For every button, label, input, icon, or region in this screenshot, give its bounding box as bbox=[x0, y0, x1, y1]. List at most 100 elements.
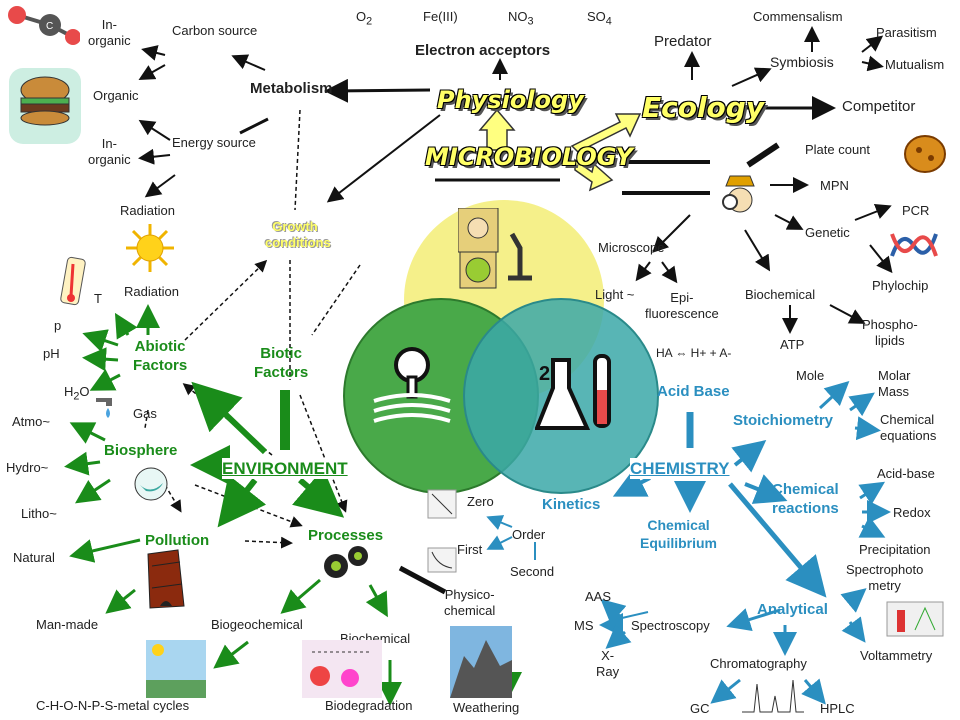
order-graphs bbox=[427, 489, 457, 573]
man-made-label: Man-made bbox=[36, 617, 99, 632]
gc-label: GC bbox=[690, 701, 710, 716]
aas-label: AAS bbox=[585, 589, 612, 604]
chromatogram-icon bbox=[742, 679, 804, 713]
organic-label: Organic bbox=[93, 88, 139, 103]
plate-count-label: Plate count bbox=[805, 142, 871, 157]
gears-icon bbox=[324, 546, 368, 578]
chemistry-title: CHEMISTRY bbox=[630, 458, 730, 480]
chemical-reactions-label: Chemical reactions bbox=[772, 481, 839, 517]
biodegradation-label: Biodegradation bbox=[325, 698, 413, 713]
abiotic-factors-label: Abiotic Factors bbox=[133, 338, 188, 374]
precipitation-label: Precipitation bbox=[859, 542, 931, 557]
pressure-label: p bbox=[54, 318, 62, 333]
sun-icon bbox=[126, 224, 174, 272]
pcr-label: PCR bbox=[902, 203, 930, 218]
radiation-label-1: Radiation bbox=[120, 203, 175, 218]
dna-icon bbox=[890, 233, 938, 257]
acid-base-label: Acid Base bbox=[657, 383, 730, 400]
first-order-label: First bbox=[457, 542, 483, 557]
thermometer-icon bbox=[60, 256, 86, 306]
physico-chemical-label: Physico- chemical bbox=[444, 587, 496, 619]
growth-conditions-label: Growth conditions bbox=[265, 219, 331, 251]
weathering-label: Weathering bbox=[453, 700, 520, 715]
acid-base-reaction-label: Acid-base bbox=[877, 466, 935, 481]
gas-label: Gas bbox=[133, 406, 157, 421]
physiology-arrows bbox=[138, 26, 893, 334]
microbiology-title: MICROBIOLOGY bbox=[425, 143, 633, 171]
analytical-label: Analytical bbox=[757, 601, 828, 618]
water-cycle-image bbox=[146, 640, 206, 698]
barrel-icon bbox=[147, 549, 185, 609]
spectrophotometer-icon bbox=[886, 601, 944, 637]
mountain-image bbox=[450, 626, 512, 698]
globe-icon bbox=[134, 467, 168, 501]
acceptor-o2: O2 bbox=[356, 9, 373, 28]
redox-label: Redox bbox=[893, 505, 931, 520]
phylochip-label: Phylochip bbox=[872, 278, 929, 293]
atmo-label: Atmo~ bbox=[12, 414, 50, 429]
spectroscopy-label: Spectroscopy bbox=[631, 618, 710, 633]
environment-arrows bbox=[64, 304, 522, 706]
molar-mass-label: Molar Mass bbox=[878, 368, 911, 400]
inorganic-label-2: In- organic bbox=[88, 136, 131, 168]
scientist-icon bbox=[458, 208, 532, 289]
litho-label: Litho~ bbox=[21, 506, 57, 521]
predator-label: Predator bbox=[654, 33, 712, 50]
stoichiometry-label: Stoichiometry bbox=[733, 412, 834, 429]
phospholipids-label: Phospho- lipids bbox=[862, 317, 918, 349]
xray-label: X- Ray bbox=[596, 648, 620, 680]
processes-label: Processes bbox=[308, 527, 384, 544]
atp-label: ATP bbox=[780, 337, 805, 352]
parasitism-label: Parasitism bbox=[876, 25, 937, 40]
acceptor-fe: Fe(III) bbox=[423, 9, 458, 24]
biodegradation-image bbox=[302, 640, 382, 698]
competitor-label: Competitor bbox=[842, 98, 916, 115]
second-order-label: Second bbox=[510, 564, 555, 579]
detective-icon bbox=[712, 172, 768, 224]
environment-title: ENVIRONMENT bbox=[222, 458, 348, 480]
lab-glassware-icon: 2 bbox=[535, 354, 611, 430]
ecology-title: Ecology bbox=[642, 91, 765, 124]
spectrophotometry-label: Spectrophoto metry bbox=[846, 562, 924, 594]
mutualism-label: Mutualism bbox=[885, 57, 945, 72]
processes-physico-line bbox=[398, 565, 447, 595]
ms-label: MS bbox=[574, 618, 594, 633]
inorganic-label-1: In- organic bbox=[88, 17, 131, 49]
ha-equation-label: HA ⇔ H+ + A- bbox=[656, 346, 732, 360]
light-label: Light ~ bbox=[595, 287, 635, 302]
voltammetry-label: Voltammetry bbox=[860, 648, 933, 663]
h2o-label: H2O bbox=[64, 384, 90, 403]
chromatography-label: Chromatography bbox=[710, 656, 807, 671]
radiation-label-2: Radiation bbox=[124, 284, 179, 299]
chemistry-arrows bbox=[486, 380, 891, 705]
biogeochemical-label: Biogeochemical bbox=[211, 617, 303, 632]
mpn-label: MPN bbox=[820, 178, 849, 193]
kinetics-label: Kinetics bbox=[542, 496, 601, 513]
tree-icon bbox=[373, 347, 451, 423]
chemical-equilibrium-label: Chemical Equilibrium bbox=[640, 517, 717, 551]
burger-icon bbox=[9, 68, 81, 144]
chemical-equations-label: Chemical equations bbox=[880, 412, 937, 444]
acceptor-no3: NO3 bbox=[508, 9, 534, 28]
biotic-factors-label: Biotic Factors bbox=[254, 345, 309, 381]
yellow-arrows bbox=[478, 108, 642, 192]
spectro-link bbox=[621, 611, 649, 619]
thick-lines bbox=[239, 117, 780, 195]
epifluorescence-label: Epi- fluorescence bbox=[645, 290, 719, 322]
natural-label: Natural bbox=[13, 550, 55, 565]
genetic-label: Genetic bbox=[805, 225, 850, 240]
ph-label: pH bbox=[43, 346, 60, 361]
svg-text:C: C bbox=[46, 21, 53, 32]
zero-order-label: Zero bbox=[467, 494, 494, 509]
biotic-bar bbox=[280, 390, 290, 450]
carbon-source-label: Carbon source bbox=[172, 23, 258, 38]
electron-acceptors-label: Electron acceptors bbox=[415, 42, 551, 59]
acceptor-so4: SO4 bbox=[587, 9, 612, 28]
commensalism-label: Commensalism bbox=[753, 9, 843, 24]
energy-source-label: Energy source bbox=[172, 135, 256, 150]
microscope-label: Microscope bbox=[598, 240, 665, 255]
biosphere-label: Biosphere bbox=[104, 442, 178, 459]
metabolism-label: Metabolism bbox=[250, 80, 333, 97]
